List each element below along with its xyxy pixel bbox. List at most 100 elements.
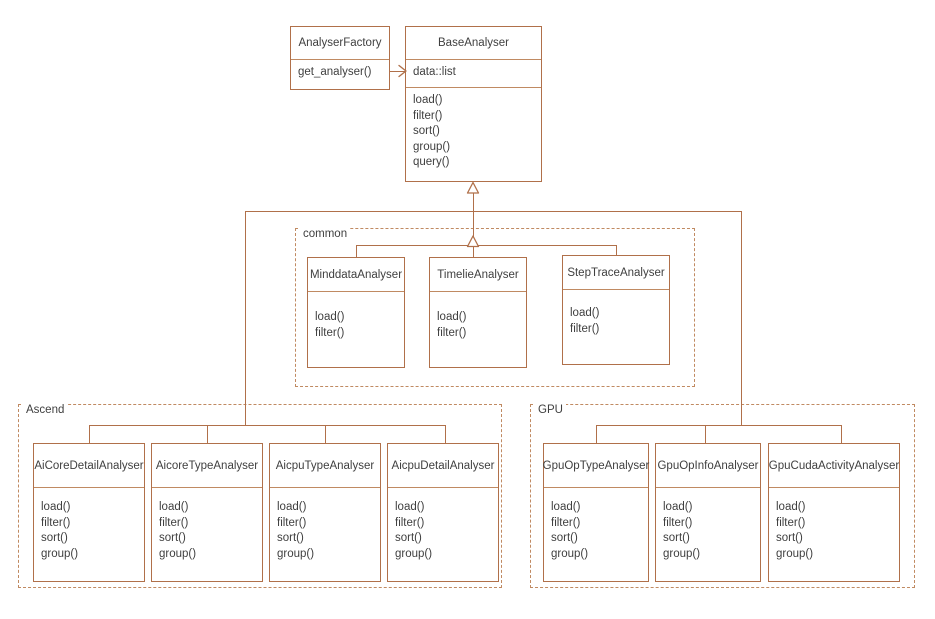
operation: get_analyser() bbox=[298, 66, 372, 78]
class-operations: load() filter() sort() group() bbox=[152, 488, 262, 581]
class-attributes: data::list bbox=[406, 60, 541, 88]
class-title: TimelieAnalyser bbox=[430, 258, 526, 292]
operation: sort() bbox=[413, 125, 440, 137]
class-operations: load() filter() bbox=[308, 292, 404, 367]
operation: sort() bbox=[159, 532, 186, 544]
operation: load() bbox=[395, 501, 425, 513]
class-steptrace-analyser[interactable]: StepTraceAnalyser load() filter() bbox=[562, 255, 670, 365]
operation: filter() bbox=[395, 516, 425, 529]
class-operations: load() filter() bbox=[563, 290, 669, 364]
class-timelie-analyser[interactable]: TimelieAnalyser load() filter() bbox=[429, 257, 527, 368]
operation: sort() bbox=[776, 532, 803, 544]
class-title: GpuOpInfoAnalyser bbox=[656, 444, 760, 488]
package-ascend-label: Ascend bbox=[23, 404, 68, 416]
operation: load() bbox=[159, 501, 189, 513]
class-operations: load() filter() sort() group() bbox=[270, 488, 380, 581]
class-title: MinddataAnalyser bbox=[308, 258, 404, 292]
operation: filter() bbox=[437, 326, 467, 339]
operation: filter() bbox=[413, 109, 443, 122]
connector-ascend-bus bbox=[89, 425, 445, 426]
operation: filter() bbox=[570, 322, 600, 335]
package-ascend bbox=[18, 404, 502, 588]
class-title: AnalyserFactory bbox=[291, 27, 389, 60]
operation: filter() bbox=[159, 516, 189, 529]
operation: query() bbox=[413, 156, 450, 168]
operation: filter() bbox=[551, 516, 581, 529]
operation: load() bbox=[663, 501, 693, 513]
connector-ascend-to-aicpu-detail bbox=[445, 425, 446, 443]
operation: load() bbox=[437, 311, 467, 323]
class-title: AiCoreDetailAnalyser bbox=[34, 444, 144, 488]
operation: sort() bbox=[395, 532, 422, 544]
operation: load() bbox=[41, 501, 71, 513]
operation: load() bbox=[570, 307, 600, 319]
connector-gpu-to-op-type bbox=[596, 425, 597, 443]
operation: load() bbox=[413, 94, 443, 106]
class-operations: load() filter() sort() group() bbox=[544, 488, 648, 581]
class-gpu-cuda-activity-analyser[interactable]: GpuCudaActivityAnalyser load() filter() … bbox=[768, 443, 900, 582]
class-base-analyser[interactable]: BaseAnalyser data::list load() filter() … bbox=[405, 26, 542, 182]
class-title: StepTraceAnalyser bbox=[563, 256, 669, 290]
operation: filter() bbox=[663, 516, 693, 529]
class-title: GpuOpTypeAnalyser bbox=[543, 444, 649, 488]
class-operations: get_analyser() bbox=[291, 60, 389, 89]
class-title: AicoreTypeAnalyser bbox=[152, 444, 262, 488]
connector-main-bus bbox=[245, 211, 742, 212]
operation: sort() bbox=[41, 532, 68, 544]
connector-common-to-minddata bbox=[356, 245, 357, 257]
class-gpu-op-type-analyser[interactable]: GpuOpTypeAnalyser load() filter() sort()… bbox=[543, 443, 649, 582]
operation: sort() bbox=[551, 532, 578, 544]
connector-common-bus bbox=[356, 245, 616, 246]
class-minddata-analyser[interactable]: MinddataAnalyser load() filter() bbox=[307, 257, 405, 368]
connector-base-trunk bbox=[473, 188, 474, 211]
class-aicpu-type-analyser[interactable]: AicpuTypeAnalyser load() filter() sort()… bbox=[269, 443, 381, 582]
package-common-label: common bbox=[300, 228, 351, 240]
operation: group() bbox=[551, 547, 589, 560]
operation: load() bbox=[315, 311, 345, 323]
package-common bbox=[295, 228, 695, 387]
class-aicore-type-analyser[interactable]: AicoreTypeAnalyser load() filter() sort(… bbox=[151, 443, 263, 582]
operation: group() bbox=[41, 547, 79, 560]
connector-gpu-bus bbox=[596, 425, 841, 426]
class-operations: load() filter() sort() group() bbox=[769, 488, 899, 581]
class-aicore-detail-analyser[interactable]: AiCoreDetailAnalyser load() filter() sor… bbox=[33, 443, 145, 582]
class-title: AicpuDetailAnalyser bbox=[388, 444, 498, 488]
package-gpu-label: GPU bbox=[535, 404, 566, 416]
connector-branch-gpu bbox=[741, 211, 742, 425]
connector-common-to-steptrace bbox=[616, 245, 617, 255]
operation: group() bbox=[413, 140, 451, 153]
operation: group() bbox=[159, 547, 197, 560]
connector-trunk-into-common bbox=[473, 211, 474, 240]
class-analyser-factory[interactable]: AnalyserFactory get_analyser() bbox=[290, 26, 390, 90]
operation: group() bbox=[277, 547, 315, 560]
operation: filter() bbox=[776, 516, 806, 529]
operation: filter() bbox=[315, 326, 345, 339]
class-title: AicpuTypeAnalyser bbox=[270, 444, 380, 488]
connector-common-to-timelie bbox=[473, 245, 474, 257]
class-operations: load() filter() sort() group() bbox=[388, 488, 498, 581]
class-operations: load() filter() sort() group() query() bbox=[406, 88, 541, 181]
class-aicpu-detail-analyser[interactable]: AicpuDetailAnalyser load() filter() sort… bbox=[387, 443, 499, 582]
connector-gpu-to-op-info bbox=[705, 425, 706, 443]
class-operations: load() filter() sort() group() bbox=[656, 488, 760, 581]
class-operations: load() filter() sort() group() bbox=[34, 488, 144, 581]
operation: load() bbox=[551, 501, 581, 513]
operation: load() bbox=[776, 501, 806, 513]
package-gpu bbox=[530, 404, 915, 588]
class-gpu-op-info-analyser[interactable]: GpuOpInfoAnalyser load() filter() sort()… bbox=[655, 443, 761, 582]
class-title: GpuCudaActivityAnalyser bbox=[769, 444, 899, 488]
connector-ascend-to-aicpu-type bbox=[325, 425, 326, 443]
connector-branch-ascend bbox=[245, 211, 246, 425]
class-title: BaseAnalyser bbox=[406, 27, 541, 60]
class-operations: load() filter() bbox=[430, 292, 526, 367]
operation: sort() bbox=[277, 532, 304, 544]
operation: sort() bbox=[663, 532, 690, 544]
connector-ascend-to-aicore-detail bbox=[89, 425, 90, 443]
operation: group() bbox=[776, 547, 814, 560]
operation: load() bbox=[277, 501, 307, 513]
connector-gpu-to-cuda-activity bbox=[841, 425, 842, 443]
operation: group() bbox=[663, 547, 701, 560]
attribute: data::list bbox=[413, 66, 456, 78]
connector-ascend-to-aicore-type bbox=[207, 425, 208, 443]
